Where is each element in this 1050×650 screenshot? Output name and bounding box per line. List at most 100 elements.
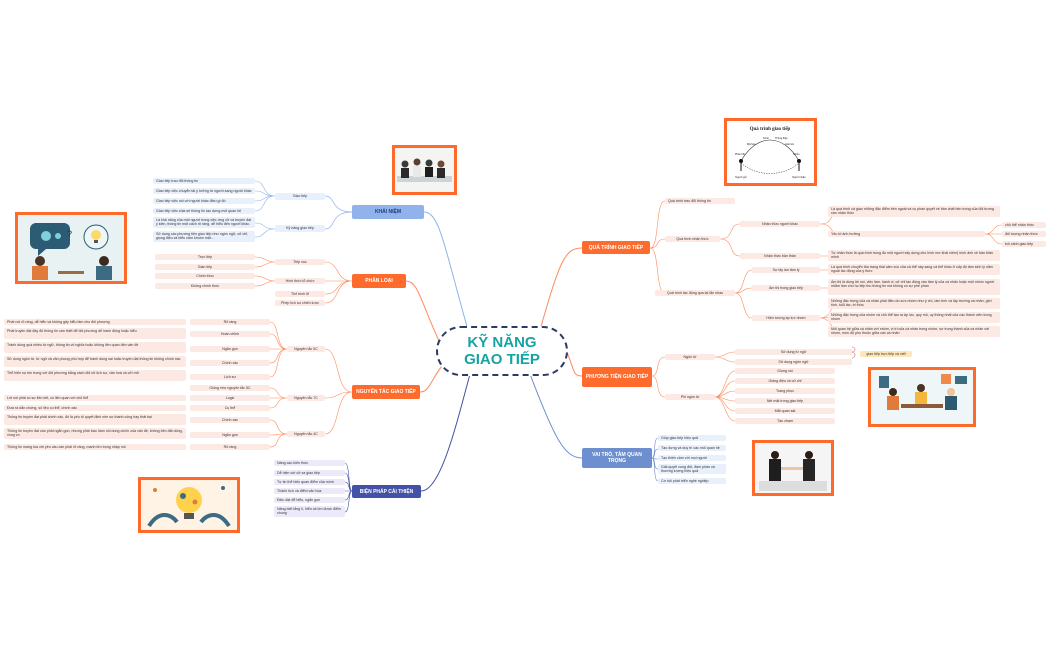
bien-phap-item-4[interactable]: Thành tích và điểm văn hóa: [274, 488, 345, 494]
ngon-tu[interactable]: Ngôn từ: [665, 354, 715, 360]
idea-bulb-illustration: [138, 477, 240, 533]
ap-luc-3[interactable]: Mối quan hệ giữa cá nhân với nhóm, vì tr…: [828, 326, 1000, 337]
phi-ngon-tu-item-4[interactable]: Nét mặt trong giao tiếp: [735, 398, 835, 404]
phan-loai-gian-tiep[interactable]: Gián tiếp: [155, 264, 255, 270]
bien-phap-item-2[interactable]: Dễ hiện với cỡ xa giao tiếp: [274, 470, 345, 476]
handshake-scene: [755, 443, 831, 493]
ap-luc-1[interactable]: Những đặc trưng của cá nhân phải điều do…: [828, 298, 1000, 309]
qua-trinh-nhan-thuc[interactable]: Quá trình nhận thức: [665, 236, 720, 242]
phan-loai-hinh-thuc[interactable]: Hình thức tổ chức: [275, 278, 325, 284]
4c-key-1[interactable]: Chính xác: [190, 417, 270, 423]
nhan-thuc-ban-than-def[interactable]: Tự nhận thức là quá trình trong đó một n…: [828, 250, 1000, 261]
4c-text-3[interactable]: Thông tin mang tọa với yêu cầu cần phải …: [4, 444, 186, 450]
4c-text-2[interactable]: Thông tin truyền đạt cần phải ngắn gọn, …: [4, 428, 186, 439]
lay-lan-def[interactable]: Là quá trình chuyển tỏa trạng thái cảm x…: [828, 264, 1000, 275]
5c-key-3[interactable]: Ngắn gọn: [190, 346, 270, 352]
7c-key-3[interactable]: Cụ thể: [190, 405, 270, 411]
branch-nguyen-tac[interactable]: NGUYÊN TẮC GIAO TIẾP: [352, 385, 420, 399]
communication-process-diagram: Quá trình giao tiếp Người gửi Người nhận…: [724, 118, 817, 186]
4c-key-3[interactable]: Rõ ràng: [190, 444, 270, 450]
7c-text-2[interactable]: Lời nói phải có sự liên kết, có liên qua…: [4, 395, 186, 401]
ngon-tu-item-2[interactable]: Sử dụng ngôn ngữ: [735, 359, 852, 365]
bien-phap-item-1[interactable]: Nâng cao kiến thức: [274, 460, 345, 466]
branch-phan-loai[interactable]: PHÂN LOẠI: [352, 274, 406, 288]
phan-loai-lich-su[interactable]: Phép lịch sự chiến lược: [275, 300, 325, 306]
branch-bien-phap[interactable]: BIỆN PHÁP CẢI THIỆN: [352, 485, 421, 498]
khai-niem-giao-tiep[interactable]: Giao tiếp: [275, 193, 325, 200]
phi-ngon-tu-item-2[interactable]: Giáng điệu và cử chỉ: [735, 378, 835, 384]
am-thi[interactable]: Ám thị trong giao tiếp: [752, 285, 820, 291]
7c-text-3[interactable]: Đưa ra dẫn chứng, số liệu cụ thể, chính …: [4, 405, 186, 411]
am-thi-def[interactable]: Ám thị là dùng lời nói, việc làm, hành v…: [828, 279, 1000, 295]
nguyen-tac-5c[interactable]: Nguyên tắc 5C: [287, 346, 325, 352]
branch-khai-niem[interactable]: KHÁI NIỆM: [352, 205, 424, 219]
ap-luc-2[interactable]: Những đặc trưng của nhóm và chủ thể tạo …: [828, 312, 1000, 323]
7c-key-1[interactable]: Giống như nguyên tắc 5C: [190, 385, 270, 391]
branch-phuong-tien[interactable]: PHƯƠNG TIỆN GIAO TIẾP: [582, 367, 652, 387]
yeu-to-doi-tuong[interactable]: đối tượng nhận thức: [1002, 231, 1046, 237]
5c-key-4[interactable]: Chính xác: [190, 360, 270, 366]
qua-trinh-trao-doi[interactable]: Quá trình trao đổi thông tin: [665, 198, 735, 204]
yeu-to-chu-the[interactable]: chủ thể nhận thức: [1002, 222, 1046, 228]
qua-trinh-tac-dong[interactable]: Quá trình tác động qua lại lẫn nhau: [655, 290, 735, 296]
phan-loai-tiep-xuc[interactable]: Tiếp xúc: [275, 259, 325, 265]
yeu-to-anh-huong[interactable]: Yêu tố ảnh hưởng: [828, 231, 985, 237]
phi-ngon-tu-item-3[interactable]: Trang phục: [735, 388, 835, 394]
phan-loai-chinh-thuc[interactable]: Chính thức: [155, 273, 255, 279]
vai-tro-item-5[interactable]: Cơ hội phát triển nghề nghiệp: [658, 478, 726, 484]
nhan-thuc-nguoi-khac-def[interactable]: Là quá trình cá giao những đặc điểm bên …: [828, 206, 1000, 217]
phi-ngon-tu[interactable]: Phi ngôn từ: [665, 394, 715, 400]
nhan-thuc-ban-than[interactable]: Nhận thức bản thân: [740, 253, 820, 259]
vai-tro-item-3[interactable]: Tạo thiện cảm với mọi người: [658, 455, 726, 461]
encode-label: Mã hóa: [747, 143, 756, 146]
ngon-tu-note[interactable]: giao tiếp trực tiếp và viết: [860, 351, 912, 357]
sender-label: Người gửi: [735, 176, 747, 179]
4c-text-1[interactable]: Thông tin truyền đạt phải chính xác, đó …: [4, 414, 186, 425]
branch-qua-trinh[interactable]: QUÁ TRÌNH GIAO TIẾP: [582, 241, 650, 254]
phi-ngon-tu-item-5[interactable]: Mắt quan sát: [735, 408, 835, 414]
ky-nang-item-2[interactable]: Sử dụng các phương tiện giao tiếp như ng…: [153, 231, 255, 242]
idea-bulb-icon: [147, 486, 231, 528]
vai-tro-item-4[interactable]: Giải quyết xung đột, đàm phán và thương …: [658, 464, 726, 474]
lay-lan-tam-ly[interactable]: Sự lây lan tâm lý: [752, 267, 820, 273]
giao-tiep-item-1[interactable]: Giao tiếp trao đổi thông tin: [153, 178, 255, 184]
phi-ngon-tu-item-6[interactable]: Tâu chạm: [735, 418, 835, 424]
center-topic[interactable]: KỸ NĂNG GIAO TIẾP: [436, 326, 568, 376]
5c-text-3[interactable]: Tránh dùng quá nhiều từ ngữ, thông tin v…: [4, 342, 186, 353]
5c-key-5[interactable]: Lịch sự: [190, 374, 270, 380]
giao-tiep-item-2[interactable]: Giao tiếp việc chuyển tải ý tưởng từ ngư…: [153, 188, 255, 194]
phi-ngon-tu-item-1[interactable]: Giọng nói: [735, 368, 835, 374]
nguyen-tac-7c[interactable]: Nguyên tắc 7C: [287, 395, 325, 401]
5c-text-4[interactable]: Sử dụng ngôn từ, từ ngữ và văn phong phù…: [4, 356, 186, 367]
discussion-scene: [879, 374, 967, 410]
5c-text-1[interactable]: Phát nói rõ ràng, dễ hiểu và không gây h…: [4, 319, 186, 325]
phan-loai-khong-chinh-thuc[interactable]: Không chính thức: [155, 283, 255, 289]
vai-tro-item-1[interactable]: Giúp giao tiếp hiệu quả: [658, 435, 726, 441]
4c-key-2[interactable]: Ngắn gọn: [190, 432, 270, 438]
yeu-to-boi-canh[interactable]: bối cảnh giao tiếp: [1002, 241, 1046, 247]
bien-phap-item-3[interactable]: Tự tin thể hiện quan điểm của mình: [274, 479, 345, 485]
5c-key-1[interactable]: Rõ ràng: [190, 319, 270, 325]
process-diagram-svg: Quá trình giao tiếp Người gửi Người nhận…: [735, 127, 806, 179]
giao-tiep-item-4[interactable]: Giao tiếp việc chia sẻ thông tin tạo dựn…: [153, 208, 255, 214]
5c-text-5[interactable]: Thể hiện sự tôn trọng với đối phương bằn…: [4, 370, 186, 381]
phan-loai-truc-tiep[interactable]: Trực tiếp: [155, 254, 255, 260]
5c-key-2[interactable]: Hoàn chỉnh: [190, 331, 270, 337]
ap-luc-nhom[interactable]: Hiện tượng áp lực nhóm: [752, 315, 820, 321]
khai-niem-ky-nang[interactable]: Kỹ năng giao tiếp: [275, 225, 325, 232]
feedback-label: Phản hồi: [735, 153, 745, 156]
bien-phap-item-6[interactable]: Nâng biết lắng lì, hiểu và tìm được điểm…: [274, 506, 345, 517]
center-title: KỸ NĂNG GIAO TIẾP: [464, 334, 540, 368]
nguyen-tac-4c[interactable]: Nguyên tắc 4C: [287, 431, 325, 437]
vai-tro-item-2[interactable]: Tạo dựng và duy trì các mối quan hệ: [658, 445, 726, 451]
ngon-tu-item-1[interactable]: Sử dụng từ ngữ: [735, 349, 852, 355]
ky-nang-item-1[interactable]: Là khả năng của một người trong việc ứng…: [153, 217, 255, 228]
nhan-thuc-nguoi-khac[interactable]: Nhận thức người khác: [740, 221, 820, 227]
branch-vai-tro[interactable]: VAI TRÒ, TẦM QUAN TRỌNG: [582, 448, 652, 468]
bien-phap-item-5[interactable]: Điều đạt để hiểu, ngắn gọn: [274, 497, 345, 503]
phan-loai-the-binh[interactable]: Thế bình lẽ: [275, 291, 325, 297]
5c-text-2[interactable]: Phát truyền đạt đầy đủ thông tin cần thi…: [4, 328, 186, 339]
7c-key-2[interactable]: Logic: [190, 395, 270, 401]
giao-tiep-item-3[interactable]: Giao tiếp việc nói với người khác điều g…: [153, 198, 255, 204]
